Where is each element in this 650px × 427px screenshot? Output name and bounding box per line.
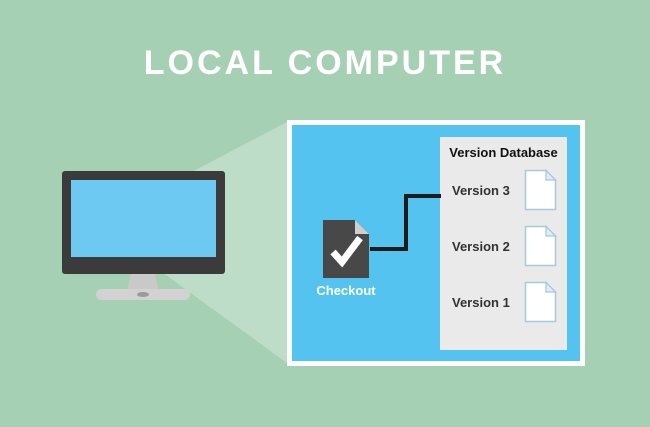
version-database-header: Version Database (449, 145, 558, 160)
workspace-panel: Checkout Version Database Version 3 Vers… (287, 120, 585, 366)
version-row: Version 2 (440, 218, 567, 274)
version-row: Version 3 (440, 162, 567, 218)
checkmark-icon (330, 235, 363, 268)
document-icon (524, 225, 557, 267)
version-label: Version 2 (452, 238, 510, 254)
checkout-label: Checkout (316, 283, 376, 298)
version-label: Version 3 (452, 182, 510, 198)
checkout-document-icon (323, 220, 369, 278)
monitor-base-dot (137, 292, 149, 297)
version-label: Version 1 (452, 294, 510, 310)
document-icon (524, 169, 557, 211)
document-icon (524, 281, 557, 323)
monitor-stand-neck (127, 274, 159, 291)
monitor-screen (71, 180, 216, 257)
version-row: Version 1 (440, 274, 567, 330)
version-database-panel: Version Database Version 3 Version 2 Ver… (440, 137, 567, 350)
page-title: LOCAL COMPUTER (143, 44, 507, 82)
